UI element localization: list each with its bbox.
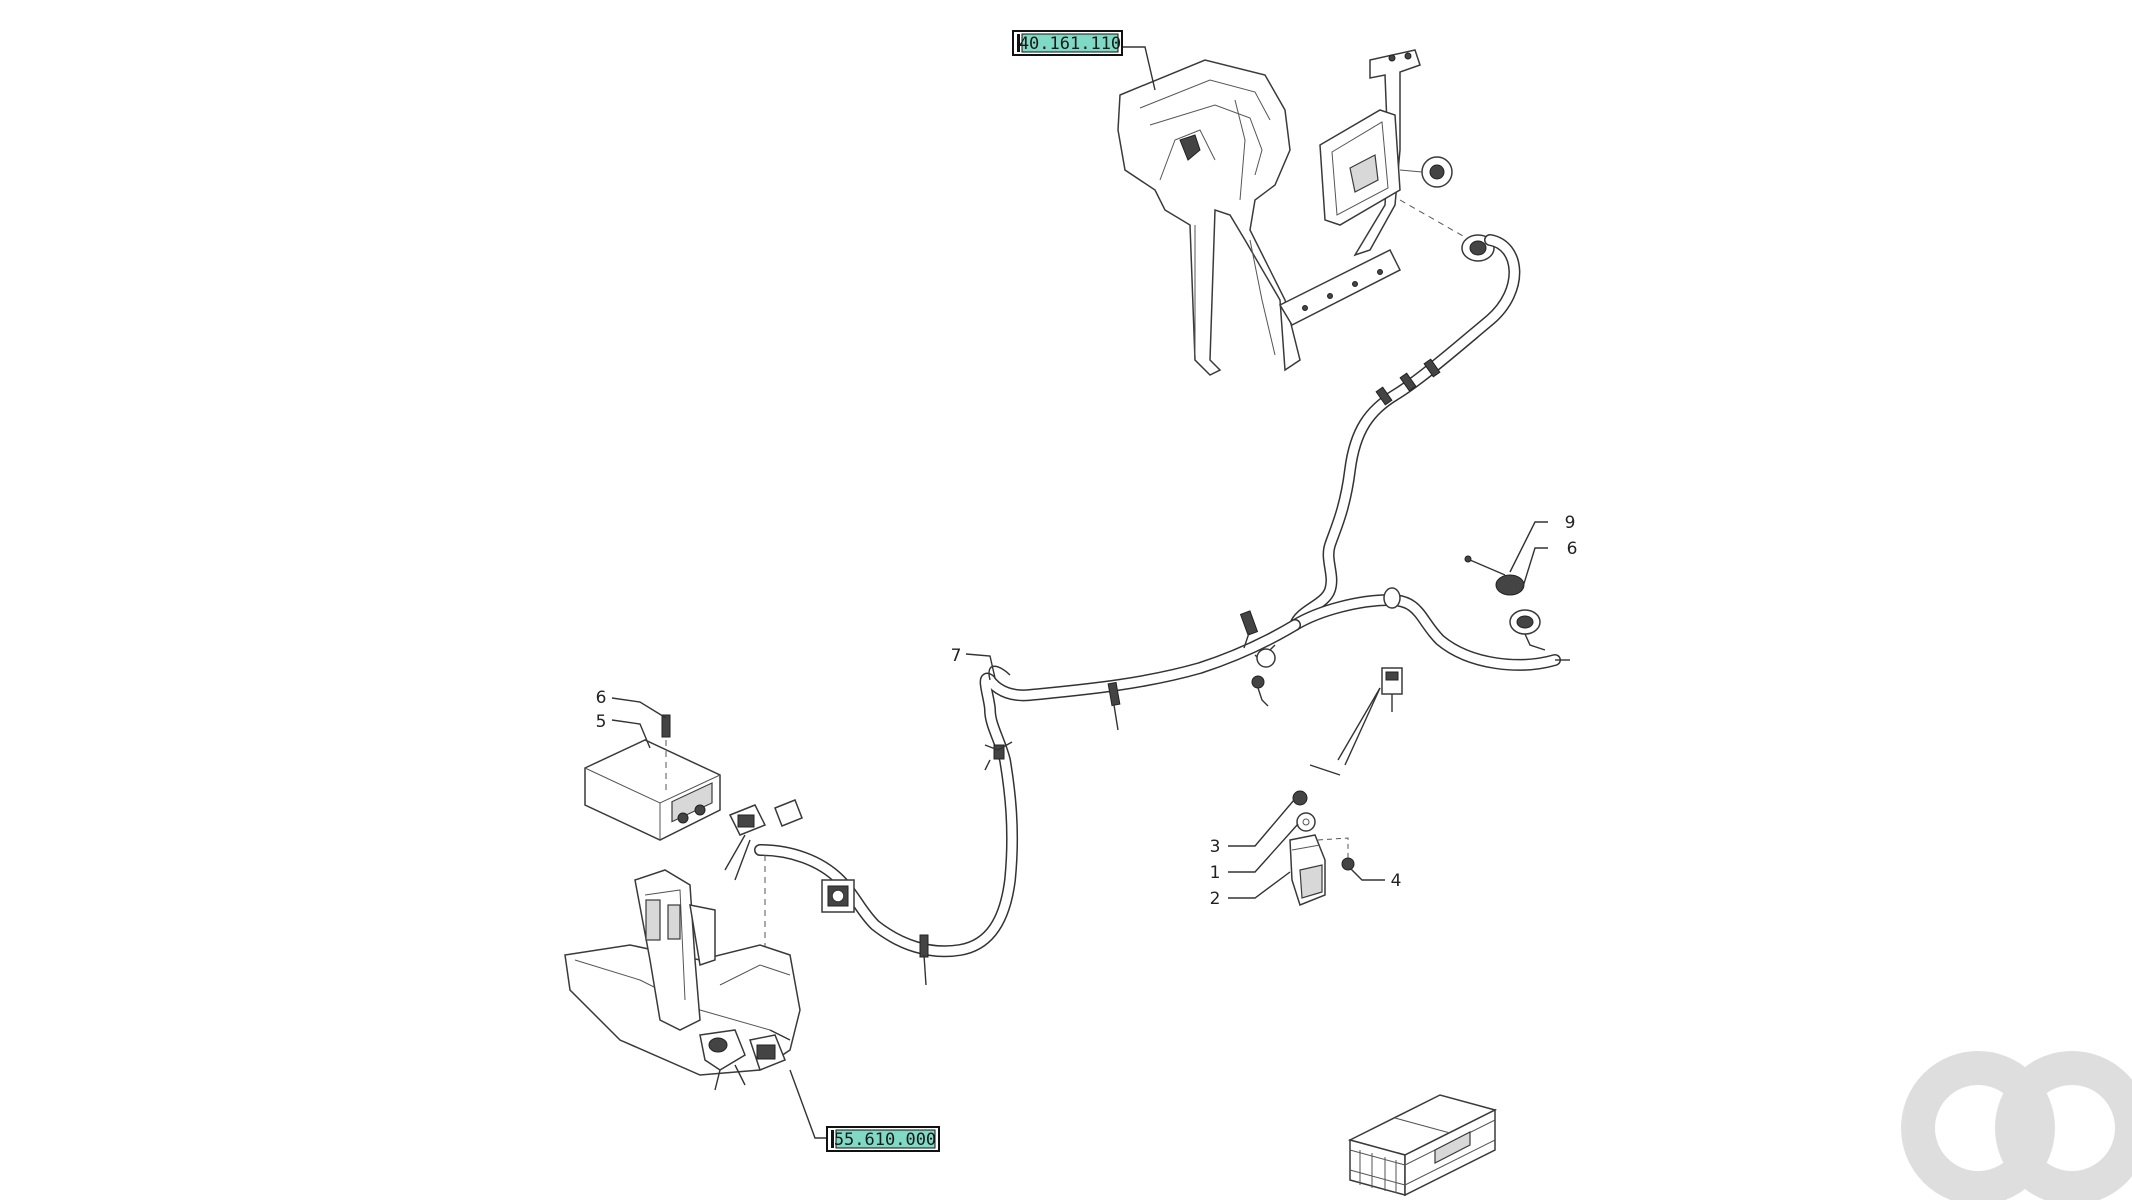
reference-bottom-label: 55.610.000 <box>834 1130 936 1150</box>
crate-icon <box>1347 1094 1498 1197</box>
connector-block <box>724 799 803 990</box>
callout-leaders <box>611 46 1548 1139</box>
callout-7: 7 <box>951 646 962 666</box>
callout-6-right: 6 <box>1567 539 1578 559</box>
callout-3: 3 <box>1210 837 1221 857</box>
harness-clip <box>1251 675 1269 707</box>
harness-clip <box>1107 681 1121 731</box>
cab-pillar-assembly <box>1117 49 1471 376</box>
ao-logo-icon <box>1901 1051 2132 1200</box>
callout-2: 2 <box>1210 889 1221 909</box>
callout-9: 9 <box>1565 513 1576 533</box>
callout-6-left: 6 <box>596 688 607 708</box>
harness-clip <box>919 934 929 986</box>
frame-assembly <box>564 869 801 1091</box>
reference-box-top[interactable]: 40.161.110 <box>1012 30 1123 56</box>
callout-1: 1 <box>1210 863 1221 883</box>
harness-clip <box>1239 610 1276 668</box>
harness-connector <box>1381 667 1403 712</box>
sensor-switch-assembly <box>1289 687 1381 906</box>
callout-4: 4 <box>1391 871 1402 891</box>
reference-highlight <box>835 1129 936 1149</box>
reference-box-bottom[interactable]: 55.610.000 <box>826 1126 940 1152</box>
harness-connector <box>821 879 855 913</box>
callout-5: 5 <box>596 712 607 732</box>
sensor-assembly-right <box>1464 555 1570 661</box>
wiring-harness <box>754 234 1561 986</box>
reference-highlight <box>1021 33 1119 53</box>
control-unit <box>584 714 721 841</box>
reference-top-label: 40.161.110 <box>1019 34 1121 54</box>
harness-clip <box>984 741 1013 771</box>
